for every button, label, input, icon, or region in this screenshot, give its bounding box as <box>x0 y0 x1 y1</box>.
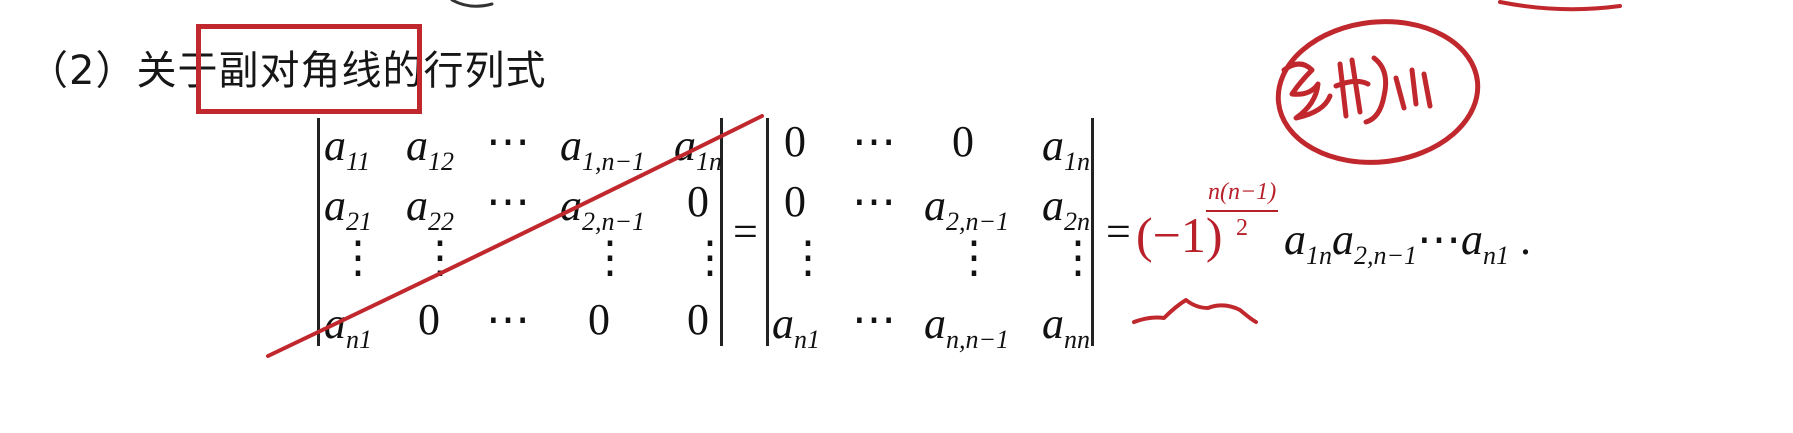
left-det-cell: ⋮ <box>336 233 380 282</box>
right-det-cell: an1 <box>772 299 820 354</box>
equals-sign: = <box>1106 207 1131 256</box>
right-det-cell: a2,n−1 <box>924 181 1010 236</box>
top-ink-stroke <box>450 0 494 8</box>
right-det-cell: a1n <box>1042 121 1090 176</box>
sign-base: (−1) <box>1136 207 1223 263</box>
right-det-cell: ⋮ <box>1056 233 1100 282</box>
left-det-cell: a11 <box>324 121 371 176</box>
handwritten-note-icon <box>1281 55 1433 125</box>
strike-through-line <box>266 114 764 358</box>
note-circle <box>1275 19 1481 165</box>
sign-exponent-fraction-line <box>1206 210 1278 212</box>
left-det-cell: ⋯ <box>486 295 530 344</box>
highlight-box <box>196 24 422 114</box>
right-det-cell: 0 <box>952 117 974 166</box>
heading-prefix: （2）关于 <box>28 48 219 94</box>
top-right-ink-stroke <box>1498 0 1622 12</box>
heading-suffix: 的行列式 <box>382 48 547 94</box>
right-det-cell: a2n <box>1042 181 1090 236</box>
product-expression: a1na2,n−1⋯an1 . <box>1284 215 1532 270</box>
left-det-cell: 0 <box>418 295 440 344</box>
left-det-cell: a2,n−1 <box>560 181 646 236</box>
left-det-cell: 0 <box>588 295 610 344</box>
right-det-cell: ann <box>1042 299 1090 354</box>
left-det-cell: ⋯ <box>486 177 530 226</box>
heading: （2）关于副对角线的行列式 <box>28 38 546 96</box>
heading-boxed-term: 副对角线 <box>218 48 383 94</box>
right-det-cell: ⋯ <box>852 117 896 166</box>
left-det-cell: a1,n−1 <box>560 121 646 176</box>
left-det-cell: a12 <box>406 121 454 176</box>
right-det-cell: ⋮ <box>786 233 830 282</box>
left-det-cell: ⋮ <box>688 233 732 282</box>
left-det-cell: a22 <box>406 181 454 236</box>
equals-sign: = <box>733 207 758 256</box>
left-det-cell: ⋯ <box>486 117 530 166</box>
right-det-cell: ⋯ <box>852 295 896 344</box>
right-det-cell: ⋯ <box>852 177 896 226</box>
right-det-cell: 0 <box>784 177 806 226</box>
left-det-cell: ⋮ <box>588 233 632 282</box>
left-det-cell: a21 <box>324 181 372 236</box>
underline-squiggle <box>1132 298 1258 324</box>
right-det-left-bar <box>766 118 769 346</box>
right-det-cell: an,n−1 <box>924 299 1010 354</box>
sign-exponent-denominator: 2 <box>1236 215 1248 241</box>
left-det-cell: 0 <box>687 177 709 226</box>
right-det-cell: ⋮ <box>952 233 996 282</box>
right-det-right-bar <box>1091 118 1094 346</box>
right-det-cell: 0 <box>784 117 806 166</box>
left-det-left-bar <box>317 118 320 346</box>
sign-exponent-numerator: n(n−1) <box>1208 179 1277 205</box>
left-det-right-bar <box>720 118 723 346</box>
left-det-cell: 0 <box>687 295 709 344</box>
